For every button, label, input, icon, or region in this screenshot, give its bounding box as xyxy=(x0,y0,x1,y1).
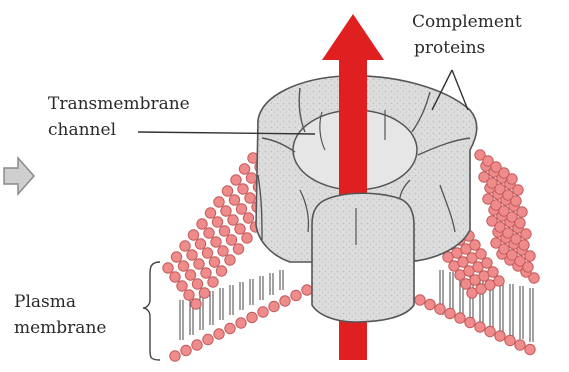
lipid-head xyxy=(228,215,238,225)
lipid-head xyxy=(475,322,485,332)
lipid-head xyxy=(515,218,525,228)
lipid-head xyxy=(180,241,190,251)
lipid-head xyxy=(245,193,255,203)
lipid-head xyxy=(203,334,213,344)
lipid-head xyxy=(231,175,241,185)
lipid-head xyxy=(425,299,435,309)
lipid-head xyxy=(226,235,236,245)
lipid-head xyxy=(214,197,224,207)
lipid-head xyxy=(194,259,204,269)
lipid-head xyxy=(229,195,239,205)
gray-right-arrow-icon xyxy=(4,158,34,194)
lipid-head xyxy=(529,273,539,283)
lipid-head xyxy=(485,326,495,336)
lipid-head xyxy=(269,301,279,311)
lipid-head xyxy=(291,290,301,300)
lipid-head xyxy=(513,185,523,195)
lipid-head xyxy=(202,248,212,258)
lipid-head xyxy=(511,196,521,206)
membrane-label-line2: membrane xyxy=(14,318,106,339)
lipid-head xyxy=(236,318,246,328)
lipid-head xyxy=(519,240,529,250)
lipid-head xyxy=(225,255,235,265)
complement-label-line1: Complement xyxy=(412,12,522,33)
lipid-head xyxy=(243,213,253,223)
lipid-head xyxy=(208,277,218,287)
lipid-head xyxy=(170,351,180,361)
lipid-head xyxy=(221,206,231,216)
lipid-head xyxy=(212,217,222,227)
lipid-head xyxy=(184,290,194,300)
lipid-head xyxy=(205,208,215,218)
lipid-head xyxy=(211,237,221,247)
front-protein-subunit xyxy=(312,193,414,322)
lipid-head xyxy=(233,244,243,254)
lipid-head xyxy=(435,304,445,314)
lipid-head xyxy=(185,270,195,280)
lipid-head xyxy=(216,266,226,276)
lipid-head xyxy=(163,263,173,273)
lipid-head xyxy=(238,184,248,194)
lipid-head xyxy=(476,249,486,259)
lipid-head xyxy=(525,251,535,261)
lipid-head xyxy=(195,239,205,249)
lipid-head xyxy=(247,312,257,322)
lipid-head xyxy=(188,230,198,240)
membrane-bracket xyxy=(143,262,160,360)
lipid-head xyxy=(192,340,202,350)
lipid-head xyxy=(225,323,235,333)
lipid-head xyxy=(177,281,187,291)
lipid-head xyxy=(523,262,533,272)
lipid-head xyxy=(495,331,505,341)
lipid-head xyxy=(517,207,527,217)
lipid-head xyxy=(455,313,465,323)
lipid-head xyxy=(204,228,214,238)
lipid-head xyxy=(214,329,224,339)
lipid-head xyxy=(219,226,229,236)
lipid-head xyxy=(192,279,202,289)
complement-label-line2: proteins xyxy=(414,38,485,59)
lipid-head xyxy=(505,335,515,345)
lipid-head xyxy=(488,267,498,277)
lipid-head xyxy=(197,219,207,229)
lipid-head xyxy=(191,299,201,309)
lipid-head xyxy=(258,307,268,317)
lipid-head xyxy=(170,272,180,282)
lipid-head xyxy=(280,296,290,306)
lipid-head xyxy=(415,295,425,305)
lipid-head xyxy=(199,288,209,298)
lipid-head xyxy=(465,317,475,327)
lipid-head xyxy=(181,345,191,355)
lipid-head xyxy=(246,173,256,183)
lipid-head xyxy=(445,308,455,318)
lipid-head xyxy=(515,340,525,350)
lipid-head xyxy=(242,233,252,243)
lipid-head xyxy=(178,261,188,271)
lipid-head xyxy=(201,268,211,278)
lipid-head xyxy=(235,224,245,234)
lipid-head xyxy=(222,186,232,196)
lipid-head xyxy=(239,164,249,174)
lipid-head xyxy=(525,344,535,354)
lipid-head xyxy=(187,250,197,260)
lipid-head xyxy=(302,285,312,295)
lipid-head xyxy=(209,257,219,267)
lipid-head xyxy=(171,252,181,262)
lipid-head xyxy=(470,240,480,250)
channel-label-line2: channel xyxy=(48,120,116,141)
channel-label-line1: Transmembrane xyxy=(48,94,190,115)
lipid-head xyxy=(507,174,517,184)
lipid-head xyxy=(218,246,228,256)
lipid-head xyxy=(521,229,531,239)
lipid-head xyxy=(482,258,492,268)
membrane-label-line1: Plasma xyxy=(14,292,76,313)
red-arrow-upper xyxy=(339,58,367,190)
lipid-head xyxy=(236,204,246,214)
lipid-head xyxy=(494,276,504,286)
